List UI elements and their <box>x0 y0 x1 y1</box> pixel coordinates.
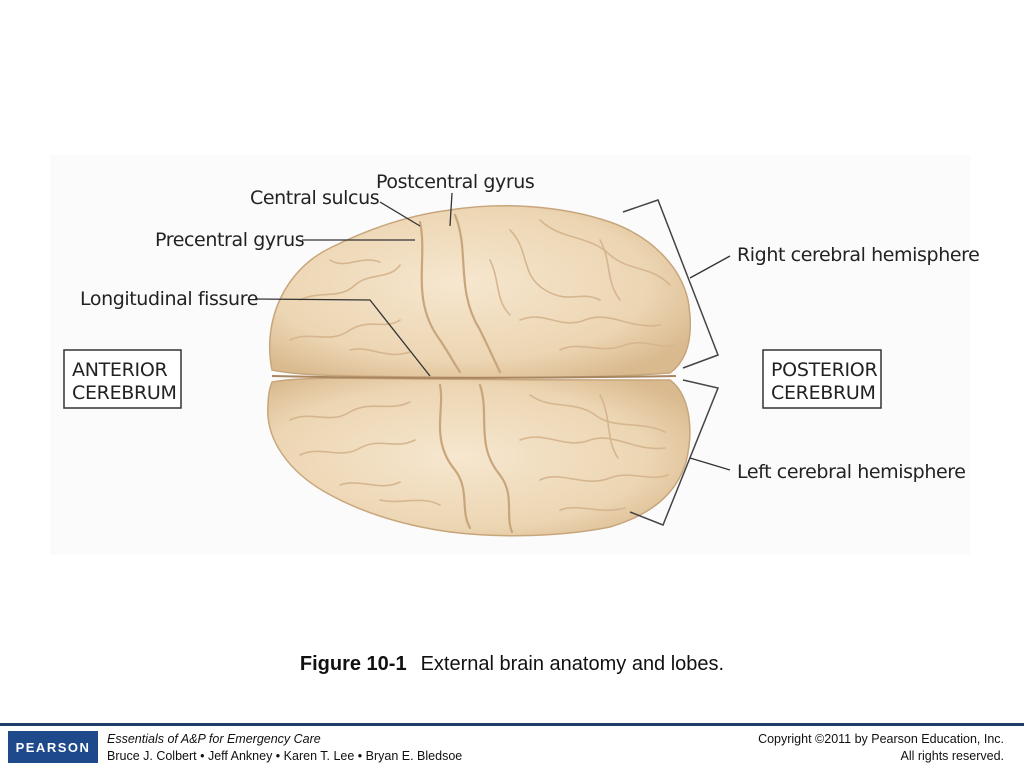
left-hemisphere-bracket <box>629 379 720 526</box>
posterior-box-line1: POSTERIOR <box>771 359 877 381</box>
right-hemisphere-bracket <box>622 199 719 369</box>
copyright-line1: Copyright ©2011 by Pearson Education, In… <box>758 732 1004 746</box>
anterior-cerebrum-box: ANTERIOR CEREBRUM <box>63 349 182 409</box>
left-hemisphere-leader <box>689 457 731 471</box>
pearson-logo: PEARSON <box>8 731 98 763</box>
figure-caption: Figure 10-1 External brain anatomy and lo… <box>0 653 1024 676</box>
right-hemisphere-label: Right cerebral hemisphere <box>737 244 979 266</box>
book-title: Essentials of A&P for Emergency Care <box>107 732 321 746</box>
left-hemisphere-label: Left cerebral hemisphere <box>737 461 966 483</box>
posterior-cerebrum-box: POSTERIOR CEREBRUM <box>762 349 882 409</box>
postcentral-gyrus-leader <box>449 192 453 227</box>
central-sulcus-leader <box>379 201 421 227</box>
copyright-notice: Copyright ©2011 by Pearson Education, In… <box>758 731 1004 765</box>
book-authors: Bruce J. Colbert • Jeff Ankney • Karen T… <box>107 749 463 763</box>
right-hemisphere <box>268 205 691 379</box>
brain-diagram: Central sulcus Postcentral gyrus Precent… <box>63 171 980 537</box>
longitudinal-fissure-label: Longitudinal fissure <box>80 288 258 310</box>
footer-divider <box>0 723 1024 726</box>
postcentral-gyrus-label: Postcentral gyrus <box>376 171 534 193</box>
right-hemisphere-leader <box>689 255 731 279</box>
left-hemisphere <box>267 377 691 537</box>
central-sulcus-label: Central sulcus <box>250 187 379 209</box>
precentral-gyrus-label: Precentral gyrus <box>155 229 304 251</box>
book-info: Essentials of A&P for Emergency Care Bru… <box>107 731 462 765</box>
caption-text: External brain anatomy and lobes. <box>420 653 725 675</box>
longitudinal-fissure-leader <box>254 298 431 377</box>
anterior-box-line2: CEREBRUM <box>72 382 177 404</box>
anterior-box-line1: ANTERIOR <box>72 359 167 381</box>
figure-number: Figure 10-1 <box>299 653 407 675</box>
posterior-box-line2: CEREBRUM <box>771 382 876 404</box>
copyright-line2: All rights reserved. <box>900 749 1004 763</box>
longitudinal-fissure-line <box>271 375 677 379</box>
